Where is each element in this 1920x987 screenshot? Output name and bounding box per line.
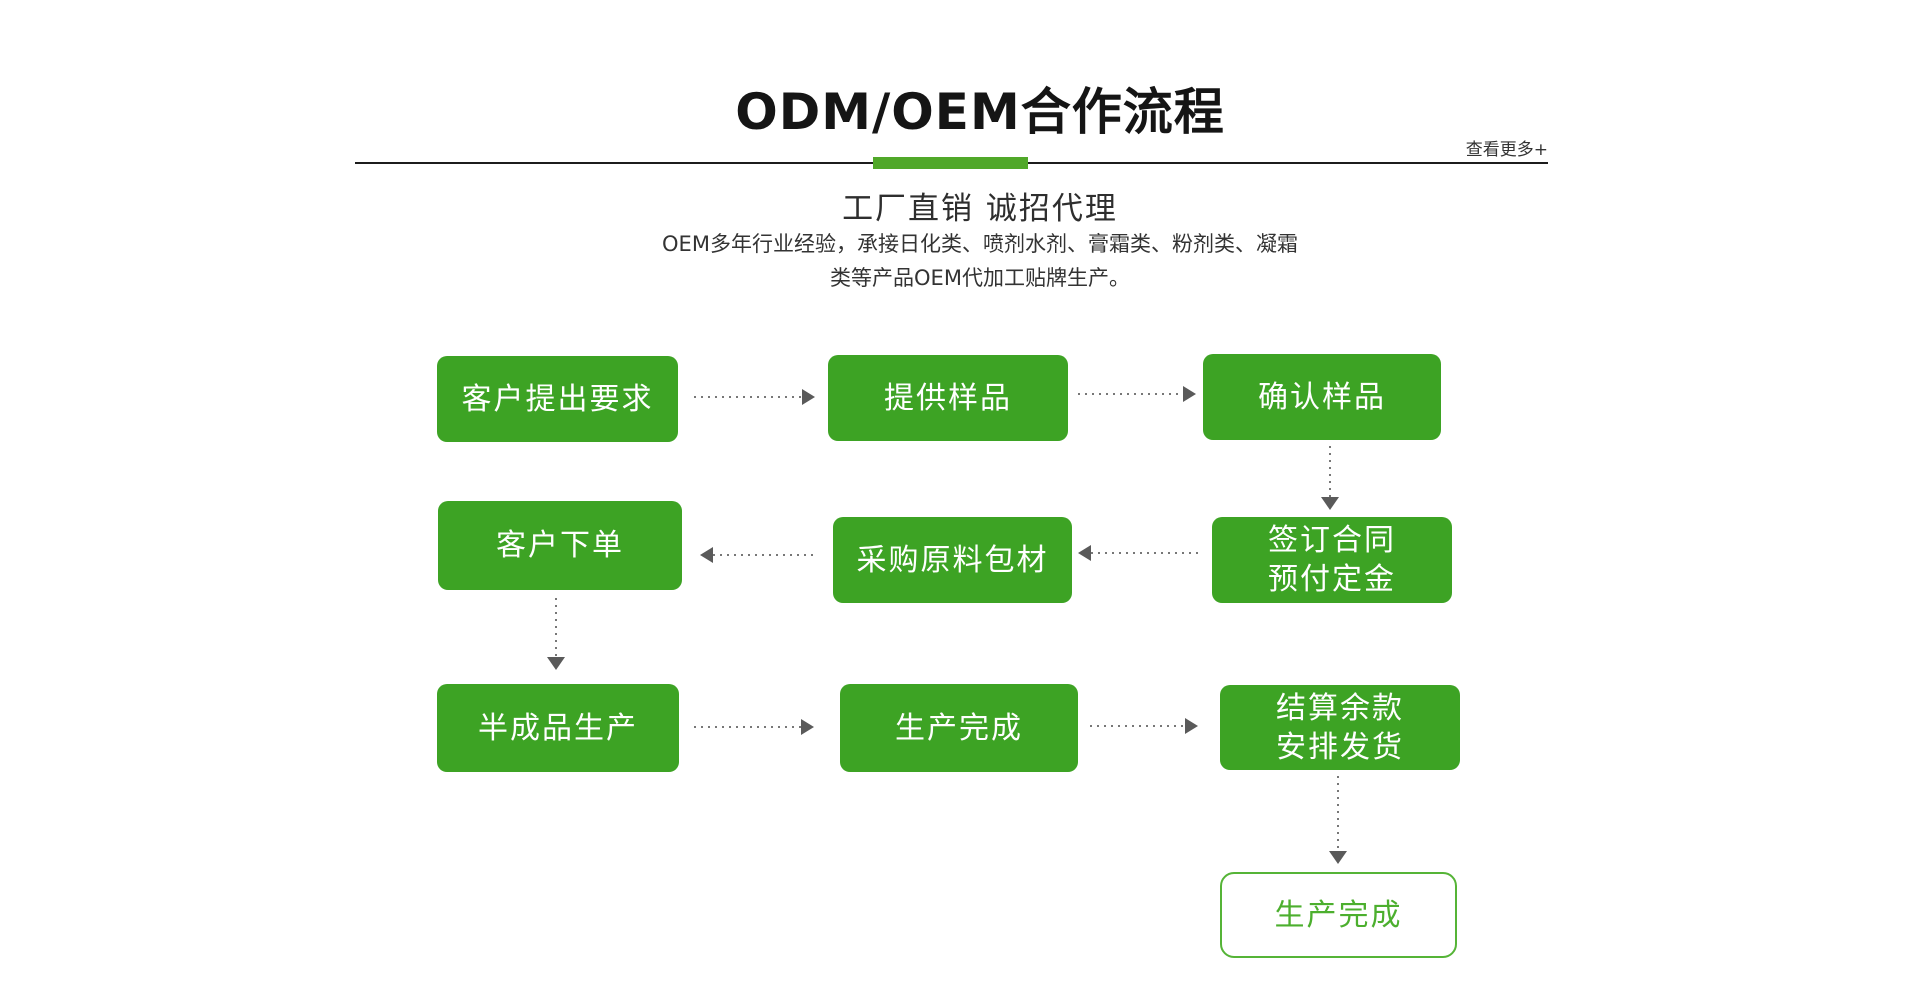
flow-step-semi-finished-production: 半成品生产 — [437, 684, 679, 772]
arrowhead-right-icon — [1183, 386, 1196, 402]
flow-step-provide-sample: 提供样品 — [828, 355, 1068, 441]
flow-step-label: 签订合同 — [1268, 523, 1396, 558]
dotted-line — [555, 598, 557, 657]
arrowhead-left-icon — [700, 547, 713, 563]
flow-step-customer-order: 客户下单 — [438, 501, 682, 590]
flow-step-label: 半成品生产 — [478, 710, 638, 746]
flow-step-label: 安排发货 — [1276, 729, 1404, 765]
arrow-right-step2-step3 — [1078, 386, 1196, 402]
arrowhead-left-icon — [1078, 545, 1091, 561]
description-line-1: OEM多年行业经验，承接日化类、喷剂水剂、膏霜类、粉剂类、凝霜 — [662, 232, 1298, 256]
dotted-line — [1078, 393, 1183, 395]
arrow-down-step9-final — [1329, 776, 1347, 864]
arrowhead-right-icon — [801, 719, 814, 735]
flow-step-customer-request: 客户提出要求 — [437, 356, 678, 442]
flow-step-sign-contract: 签订合同 预付定金 — [1212, 517, 1452, 603]
flow-step-label: 结算余款 — [1276, 690, 1404, 726]
arrow-right-step8-step9 — [1090, 718, 1198, 734]
page-title: ODM/OEM合作流程 — [735, 83, 1225, 141]
dotted-line — [1091, 552, 1200, 554]
dotted-line — [694, 396, 802, 398]
dotted-line — [694, 726, 801, 728]
view-more-link[interactable]: 查看更多+ — [1465, 140, 1548, 160]
description-line-2: 类等产品OEM代加工贴牌生产。 — [830, 266, 1130, 290]
flow-step-label: 客户下单 — [496, 528, 624, 563]
dotted-line — [1090, 725, 1185, 727]
flow-step-label: 确认样品 — [1258, 379, 1386, 415]
flow-step-label: 生产完成 — [1274, 897, 1403, 933]
arrow-left-step6-step5 — [1078, 545, 1200, 561]
arrowhead-down-icon — [547, 657, 565, 670]
arrowhead-right-icon — [802, 389, 815, 405]
flow-step-production-complete: 生产完成 — [840, 684, 1078, 772]
arrowhead-down-icon — [1329, 851, 1347, 864]
title-accent-bar — [873, 157, 1028, 169]
flow-step-confirm-sample: 确认样品 — [1203, 354, 1441, 440]
arrowhead-down-icon — [1321, 497, 1339, 510]
flow-step-label: 客户提出要求 — [461, 381, 654, 417]
flow-step-label: 生产完成 — [895, 710, 1023, 746]
dotted-line — [1337, 776, 1339, 851]
flow-step-label: 提供样品 — [884, 380, 1012, 416]
arrow-right-step1-step2 — [694, 389, 815, 405]
arrow-down-step4-step7 — [547, 598, 565, 670]
dotted-line — [1329, 446, 1331, 497]
flow-step-label: 采购原料包材 — [856, 542, 1049, 578]
description: OEM多年行业经验，承接日化类、喷剂水剂、膏霜类、粉剂类、凝霜 类等产品OEM代… — [360, 227, 1600, 295]
arrowhead-right-icon — [1185, 718, 1198, 734]
flow-step-settle-balance-ship: 结算余款 安排发货 — [1220, 685, 1460, 770]
subtitle: 工厂直销 诚招代理 — [842, 191, 1118, 227]
arrow-down-step3-step6 — [1321, 446, 1339, 510]
arrow-left-step5-step4 — [700, 547, 818, 563]
flow-step-final-complete: 生产完成 — [1220, 872, 1457, 958]
flow-step-label: 预付定金 — [1268, 562, 1396, 597]
dotted-line — [713, 554, 818, 556]
flow-step-purchase-materials: 采购原料包材 — [833, 517, 1072, 603]
arrow-right-step7-step8 — [694, 719, 814, 735]
